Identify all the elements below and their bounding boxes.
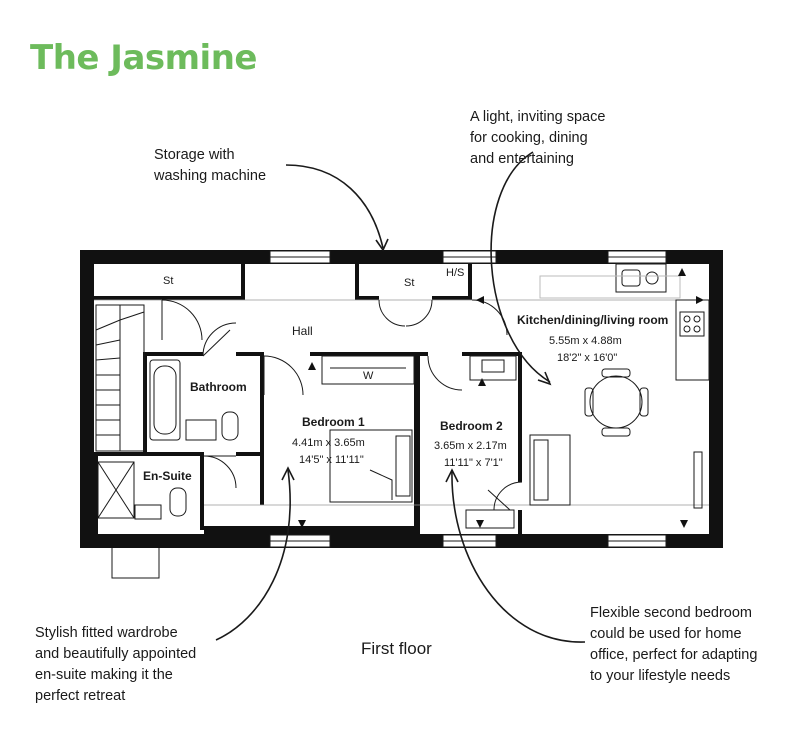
room-label-hall: Hall bbox=[292, 324, 313, 338]
opening-arrows bbox=[298, 268, 704, 528]
bedroom1-imperial: 14'5" x 11'11" bbox=[299, 454, 364, 466]
annotation-storage: Storage with washing machine bbox=[154, 147, 267, 184]
outer-walls bbox=[80, 250, 723, 548]
room-label-ensuite: En-Suite bbox=[143, 469, 192, 483]
room-label-st-mid: St bbox=[404, 277, 414, 289]
bedroom1-metric: 4.41m x 3.65m bbox=[292, 437, 365, 449]
room-label-bathroom: Bathroom bbox=[190, 380, 247, 394]
kitchen-name: Kitchen/dining/living room bbox=[517, 313, 668, 327]
bedroom2-metric: 3.65m x 2.17m bbox=[434, 440, 507, 452]
kitchen-imperial: 18'2" x 16'0" bbox=[557, 352, 617, 364]
annotation-arrows bbox=[215, 151, 586, 643]
internal-walls bbox=[94, 264, 522, 534]
room-label-st-left: St bbox=[163, 275, 173, 287]
room-label-hs: H/S bbox=[446, 267, 464, 279]
bedroom2-name: Bedroom 2 bbox=[440, 419, 503, 433]
windows bbox=[269, 250, 667, 548]
plan-linework bbox=[94, 263, 710, 529]
page-title: The Jasmine bbox=[30, 38, 257, 78]
floor-label: First floor bbox=[361, 639, 432, 658]
annotation-kitchen: A light, inviting space for cooking, din… bbox=[470, 109, 606, 167]
annotation-wardrobe: Stylish fitted wardrobe and beautifully … bbox=[35, 625, 197, 704]
room-label-wardrobe: W bbox=[363, 370, 374, 382]
annotation-bedroom2: Flexible second bedroom could be used fo… bbox=[590, 605, 758, 684]
bedroom2-imperial: 11'11" x 7'1" bbox=[444, 457, 503, 469]
bedroom1-name: Bedroom 1 bbox=[302, 415, 365, 429]
kitchen-metric: 5.55m x 4.88m bbox=[549, 335, 622, 347]
